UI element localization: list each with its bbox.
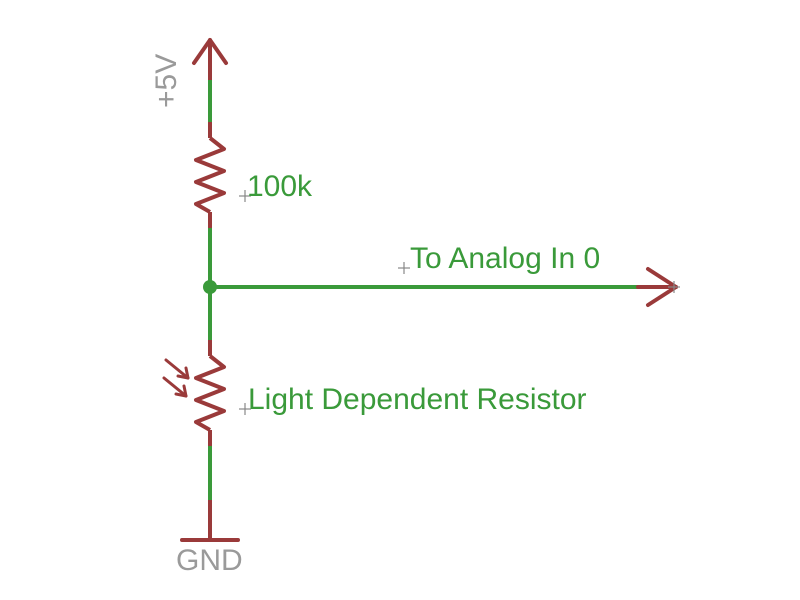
supply-label: +5V [150, 54, 183, 108]
light-arrows-icon [162, 358, 190, 398]
ground-label: GND [176, 544, 243, 577]
sensor-label: Light Dependent Resistor [248, 383, 587, 416]
origin-marks [239, 190, 680, 415]
up-arrow-icon [192, 38, 228, 82]
output-label: To Analog In 0 [410, 242, 600, 275]
zigzag-resistor-icon [194, 136, 226, 214]
ldr-resistor-icon [194, 354, 226, 432]
resistor-value-label: 100k [247, 170, 313, 203]
